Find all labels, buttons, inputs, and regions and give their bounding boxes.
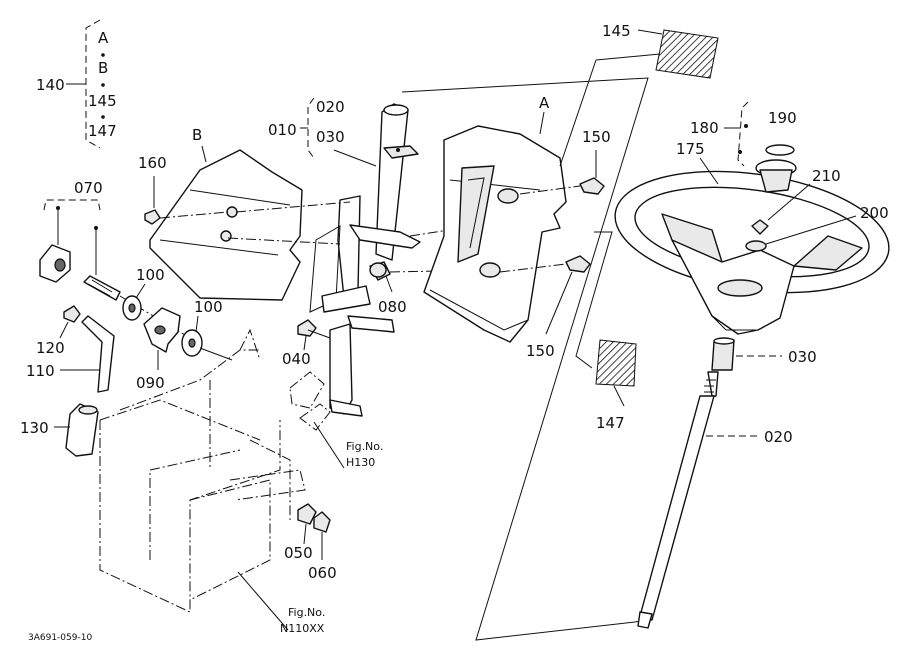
column-010: 020 030 010 [268, 97, 421, 417]
part-label-090: 090 [136, 374, 165, 392]
part-label-120: 120 [36, 339, 65, 357]
assembly-boundary [401, 53, 661, 641]
washer-100-a: 100 [122, 266, 165, 321]
part-label-200: 200 [860, 204, 889, 222]
figure-ref-h130-prefix: Fig.No. [346, 440, 383, 453]
part-label-160: 160 [138, 154, 167, 172]
part-label-100-a: 100 [136, 266, 165, 284]
cover-a-marker: A [539, 94, 550, 112]
part-label-030-upper: 030 [316, 128, 345, 146]
lever-110: 110 [26, 315, 115, 393]
part-label-190: 190 [768, 109, 797, 127]
variant-item-a: A [98, 29, 109, 47]
nut-060: 060 [308, 511, 337, 582]
part-label-150-top: 150 [582, 128, 611, 146]
part-label-175: 175 [676, 140, 705, 158]
figure-ref-n110-number: N110XX [280, 622, 325, 635]
part-label-180: 180 [690, 119, 719, 137]
group-070: 070 [43, 179, 103, 275]
part-label-130: 130 [20, 419, 49, 437]
shaft-020: 020 [637, 371, 793, 629]
part-label-100-b: 100 [194, 298, 223, 316]
nut-120: 120 [36, 305, 81, 357]
part-label-147: 147 [596, 414, 625, 432]
cover-b-marker: B [192, 126, 202, 144]
steering-wheel-175: 175 [614, 140, 890, 335]
part-label-080: 080 [378, 298, 407, 316]
part-label-060: 060 [308, 564, 337, 582]
drawing-id: 3A691-059-10 [28, 633, 92, 643]
variant-item-b: B [98, 59, 108, 77]
part-label-050: 050 [284, 544, 313, 562]
cam-090: 090 [136, 307, 181, 392]
bushing-080: 080 [369, 262, 407, 316]
frame-ghost [99, 328, 306, 613]
part-label-030-lower: 030 [788, 348, 817, 366]
part-label-210: 210 [812, 167, 841, 185]
variant-group-140: 140 A B 145 147 [36, 19, 117, 149]
figure-ref-n110xx: Fig.No. N110XX [237, 571, 325, 635]
variant-item-145: 145 [88, 92, 117, 110]
decal-147: 147 [595, 339, 637, 432]
bolt-160: 160 [138, 154, 229, 225]
knob-cap [39, 244, 71, 283]
part-label-010: 010 [268, 121, 297, 139]
part-label-020-upper: 020 [316, 98, 345, 116]
cover-b: B [149, 126, 303, 301]
nut-200: 200 [745, 204, 889, 252]
washer-210: 210 [751, 167, 841, 235]
grip-130: 130 [20, 403, 99, 457]
variant-item-147: 147 [88, 122, 117, 140]
decal-145: 145 [602, 22, 719, 79]
part-label-070: 070 [74, 179, 103, 197]
emblem-190: 190 [765, 109, 797, 156]
cap-180: 180 [690, 101, 797, 193]
part-label-110: 110 [26, 362, 55, 380]
collar-030: 030 [711, 337, 817, 371]
part-label-150-bottom: 150 [526, 342, 555, 360]
cover-a: A [423, 94, 567, 343]
variant-group-number: 140 [36, 76, 65, 94]
bolt-150-top: 150 [519, 128, 611, 195]
u-joint: Fig.No. H130 [289, 371, 383, 469]
figure-ref-n110-prefix: Fig.No. [288, 606, 325, 619]
bolt-040: 040 [282, 319, 331, 368]
washer-100-b: 100 [181, 298, 233, 361]
part-label-040: 040 [282, 350, 311, 368]
figure-ref-h130-number: H130 [346, 456, 375, 469]
nut-050: 050 [284, 503, 317, 562]
part-label-020-lower: 020 [764, 428, 793, 446]
part-label-145: 145 [602, 22, 631, 40]
bolt-150-bottom: 150 [499, 255, 591, 360]
